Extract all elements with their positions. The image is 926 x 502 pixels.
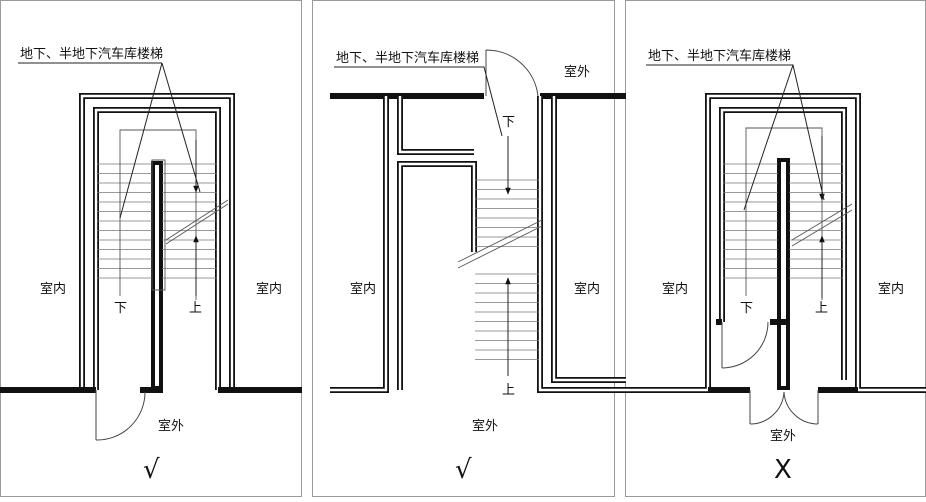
panel-c-leader-lines <box>646 64 825 211</box>
panel-a-landing-outline <box>119 129 197 300</box>
panel-b: 地下、半地下汽车库楼梯 下 上 室内 室内 室外 室外 √ <box>330 49 626 485</box>
panel-b-outdoor-bottom: 室外 <box>472 418 498 434</box>
panel-c-indoor-left: 室内 <box>662 281 688 297</box>
panel-b-frame <box>312 0 615 497</box>
panel-c-landing-outline <box>745 127 823 300</box>
panel-a-stair-label: 地下、半地下汽车库楼梯 <box>20 46 163 62</box>
panel-a-verdict: √ <box>143 455 160 485</box>
panel-c-up-label: 上 <box>815 301 828 316</box>
panel-b-leader-line <box>334 66 503 137</box>
panel-c-down-label: 下 <box>740 301 753 316</box>
panel-a-break-line <box>165 199 229 245</box>
panel-b-indoor-right: 室内 <box>574 281 600 297</box>
panel-c-indoor-right: 室内 <box>878 281 904 297</box>
panel-b-up-label: 上 <box>502 383 515 398</box>
panel-a-well <box>151 159 166 291</box>
panel-c-inner-door <box>721 321 769 369</box>
panel-a: 地下、半地下汽车库楼梯 下 上 室内 室内 室外 √ <box>0 46 302 485</box>
panel-b-stair-treads <box>475 179 539 360</box>
panel-a-frame <box>0 0 302 497</box>
panel-c-stair-treads <box>723 163 843 279</box>
panel-b-break-line <box>457 219 543 269</box>
panel-b-down-label: 下 <box>502 115 515 130</box>
panel-c-outdoor: 室外 <box>770 428 796 444</box>
panel-a-up-label: 上 <box>189 301 202 316</box>
panel-b-outdoor-top: 室外 <box>564 64 590 80</box>
panel-a-door <box>95 390 146 441</box>
panel-a-walls <box>0 93 302 393</box>
panel-a-outdoor: 室外 <box>158 418 184 434</box>
panel-a-indoor-left: 室内 <box>40 281 66 297</box>
panel-c-frame <box>625 0 926 497</box>
panel-c: 地下、半地下汽车库楼梯 下 上 室内 室内 室外 X <box>626 48 926 485</box>
panel-a-indoor-right: 室内 <box>256 281 282 297</box>
panel-a-leader-lines <box>119 62 201 219</box>
panel-b-door <box>485 49 539 97</box>
panel-c-verdict: X <box>774 455 792 485</box>
panel-c-outer-double-door <box>749 390 819 425</box>
panel-c-walls <box>626 93 926 393</box>
panel-b-indoor-left: 室内 <box>350 281 376 297</box>
panel-b-stair-label: 地下、半地下汽车库楼梯 <box>336 50 479 66</box>
panel-b-walls <box>330 93 626 393</box>
panel-b-verdict: √ <box>455 455 472 485</box>
panel-a-stair-treads <box>97 163 217 279</box>
panel-c-stair-label: 地下、半地下汽车库楼梯 <box>648 48 791 64</box>
panel-c-break-line <box>791 203 853 247</box>
panel-a-down-label: 下 <box>114 301 127 316</box>
